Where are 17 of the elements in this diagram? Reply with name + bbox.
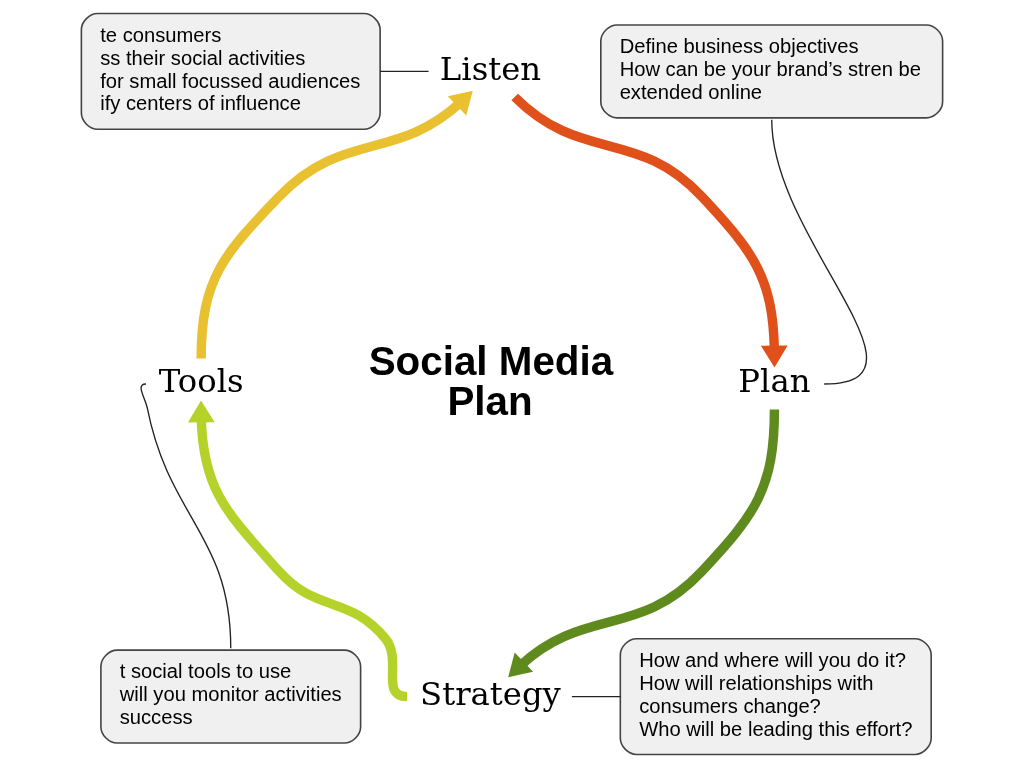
arrow [508, 409, 780, 678]
node-text: Listen [439, 49, 542, 88]
node-text: Strategy [420, 674, 561, 713]
node-text: Plan [738, 362, 811, 401]
connector [771, 119, 868, 385]
connector [571, 695, 621, 698]
connector [379, 70, 430, 73]
node-text: Tools [158, 362, 244, 401]
node-box: te consumers ss their social activities for small focussed audiences ify centers of influence [80, 12, 381, 131]
node-box: How and where will you do it? How will relationships with consumers change? Who will be leading this effort? [619, 637, 932, 756]
connector [140, 383, 232, 649]
arrow [511, 93, 788, 368]
arrow [196, 90, 473, 359]
node-text: Social Media Plan [368, 337, 614, 424]
node-box: t social tools to use will you monitor activities success [100, 649, 362, 744]
arrow [187, 400, 408, 702]
node-box: Define business objectives How can be your brand’s stren be extended online [600, 24, 944, 119]
